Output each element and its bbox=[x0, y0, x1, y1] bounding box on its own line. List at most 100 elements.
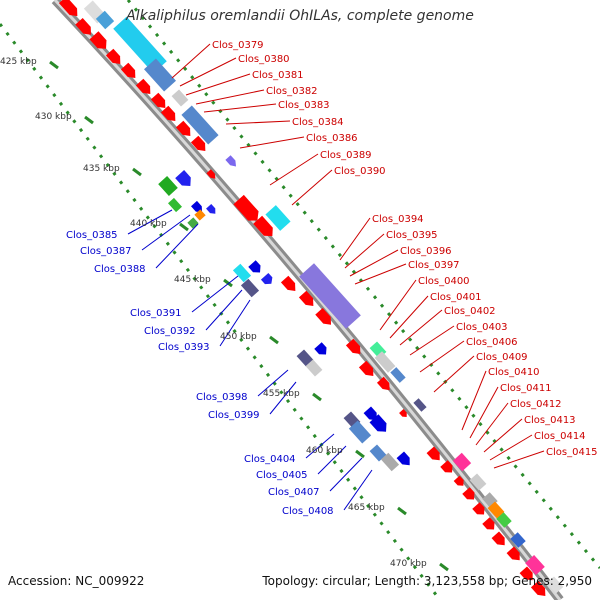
gene-block bbox=[280, 275, 296, 291]
forward-label-leader bbox=[461, 370, 487, 431]
forward-gene-label: Clos_0401 bbox=[430, 292, 482, 303]
gene-arrow bbox=[506, 546, 520, 561]
kbp-tick bbox=[223, 278, 233, 288]
gene-rect bbox=[390, 367, 406, 383]
gene-arrow bbox=[453, 475, 464, 486]
forward-gene-label: Clos_0409 bbox=[476, 352, 528, 363]
gene-arrow bbox=[260, 272, 273, 285]
gene-block bbox=[299, 263, 361, 329]
forward-gene-label: Clos_0403 bbox=[456, 322, 508, 333]
gene-block bbox=[89, 31, 107, 49]
gene-block bbox=[120, 62, 136, 78]
gene-arrow bbox=[314, 342, 327, 355]
forward-gene-label: Clos_0396 bbox=[400, 246, 452, 257]
gene-block bbox=[440, 460, 453, 473]
forward-label-leader bbox=[475, 402, 509, 446]
forward-label-leader bbox=[203, 103, 277, 113]
forward-gene-label: Clos_0380 bbox=[238, 54, 290, 65]
gene-arrow bbox=[345, 338, 361, 354]
forward-gene-label: Clos_0412 bbox=[510, 399, 562, 410]
gene-block bbox=[482, 517, 495, 530]
gene-rect bbox=[348, 420, 372, 444]
gene-block bbox=[399, 409, 407, 417]
gene-arrow bbox=[519, 566, 533, 581]
forward-gene-label: Clos_0414 bbox=[534, 431, 586, 442]
gene-arrow bbox=[206, 203, 216, 214]
gene-block bbox=[232, 263, 252, 283]
reverse-gene-label: Clos_0393 bbox=[158, 342, 210, 353]
forward-gene-label: Clos_0394 bbox=[372, 214, 424, 225]
gene-block bbox=[253, 215, 273, 237]
reverse-label-leader bbox=[257, 369, 289, 397]
gene-block bbox=[265, 205, 291, 231]
gene-block bbox=[305, 359, 323, 377]
forward-label-leader bbox=[389, 295, 429, 339]
forward-label-leader bbox=[419, 340, 465, 373]
kbp-tick bbox=[269, 335, 279, 345]
forward-gene-label: Clos_0397 bbox=[408, 260, 460, 271]
gene-rect bbox=[413, 398, 427, 412]
kbp-tick-label: 430 kbp bbox=[35, 112, 72, 122]
gene-arrow bbox=[440, 460, 453, 473]
gene-rect bbox=[194, 209, 206, 221]
gene-block bbox=[248, 260, 261, 273]
reverse-gene-label: Clos_0407 bbox=[268, 487, 320, 498]
gene-rect bbox=[496, 512, 512, 528]
accession-label: Accession: NC_009922 bbox=[8, 574, 145, 588]
forward-label-leader bbox=[483, 418, 523, 453]
gene-arrow bbox=[248, 260, 261, 273]
gene-arrow bbox=[135, 78, 151, 94]
kbp-tick-marks bbox=[49, 60, 449, 572]
gene-rect bbox=[168, 197, 182, 213]
gene-block bbox=[426, 446, 440, 461]
gene-block bbox=[374, 351, 396, 373]
gene-block bbox=[369, 444, 387, 462]
gene-rect bbox=[265, 205, 291, 231]
gene-arrow bbox=[376, 376, 390, 391]
forward-gene-label: Clos_0386 bbox=[306, 133, 358, 144]
kbp-tick-label: 470 kbp bbox=[390, 559, 427, 569]
kbp-tick bbox=[439, 562, 449, 572]
gene-block bbox=[510, 532, 526, 548]
outer-guide-line bbox=[126, 0, 600, 569]
gene-block bbox=[519, 566, 533, 581]
gene-block bbox=[462, 487, 475, 500]
gene-arrow bbox=[369, 414, 387, 432]
gene-block bbox=[168, 197, 182, 213]
gene-rect bbox=[240, 278, 260, 298]
kbp-tick bbox=[312, 392, 322, 402]
gene-block bbox=[150, 92, 166, 108]
gene-block bbox=[225, 155, 237, 167]
gene-block bbox=[546, 576, 564, 594]
gene-block bbox=[260, 272, 273, 285]
kbp-tick-label: 425 kbp bbox=[0, 57, 37, 67]
gene-block bbox=[171, 89, 189, 107]
gene-arrow bbox=[160, 105, 176, 121]
forward-gene-label: Clos_0410 bbox=[488, 367, 540, 378]
reverse-gene-label: Clos_0387 bbox=[80, 246, 132, 257]
reverse-gene-label: Clos_0388 bbox=[94, 264, 146, 275]
gene-block bbox=[487, 501, 505, 519]
gene-block bbox=[187, 217, 199, 229]
kbp-tick bbox=[132, 167, 142, 177]
gene-block bbox=[105, 48, 121, 64]
forward-gene-label: Clos_0395 bbox=[386, 230, 438, 241]
forward-gene-label: Clos_0382 bbox=[266, 86, 318, 97]
kbp-tick-label: 450 kbp bbox=[220, 332, 257, 342]
forward-label-leader bbox=[195, 89, 265, 105]
forward-label-leader bbox=[489, 434, 533, 461]
gene-rect bbox=[305, 359, 323, 377]
forward-gene-label: Clos_0381 bbox=[252, 70, 304, 81]
forward-gene-label: Clos_0389 bbox=[320, 150, 372, 161]
kbp-tick-label: 440 kbp bbox=[130, 219, 167, 229]
gene-arrow bbox=[472, 502, 485, 515]
reverse-gene-label: Clos_0405 bbox=[256, 470, 308, 481]
kbp-tick bbox=[49, 60, 59, 70]
forward-label-leader bbox=[185, 73, 251, 96]
gene-arrow bbox=[190, 135, 206, 151]
reverse-gene-label: Clos_0398 bbox=[196, 392, 248, 403]
gene-block bbox=[525, 555, 545, 575]
gene-block bbox=[496, 512, 512, 528]
forward-gene-label: Clos_0400 bbox=[418, 276, 470, 287]
gene-arrow bbox=[462, 487, 475, 500]
